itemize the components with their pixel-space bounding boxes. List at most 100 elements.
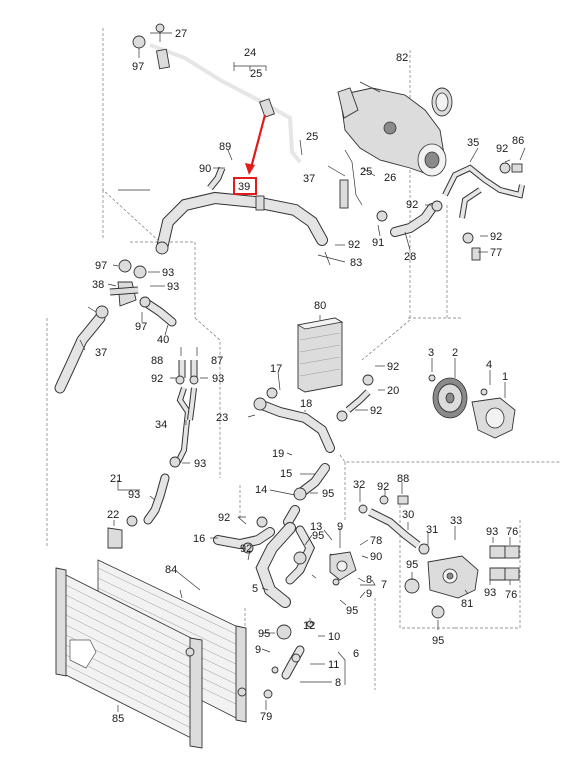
callout-34: 34 bbox=[155, 419, 167, 431]
callout-2: 2 bbox=[452, 347, 458, 359]
callout-93-b: 93 bbox=[167, 281, 179, 293]
callout-4: 4 bbox=[486, 359, 492, 371]
callout-40: 40 bbox=[157, 334, 169, 346]
coolant-hose-28 bbox=[376, 200, 443, 237]
callout-93-g: 93 bbox=[484, 587, 496, 599]
callout-93: 93 bbox=[162, 267, 174, 279]
callout-30: 30 bbox=[402, 509, 414, 521]
callout-27: 27 bbox=[175, 28, 187, 40]
callout-35: 35 bbox=[467, 137, 479, 149]
callout-15: 15 bbox=[280, 468, 292, 480]
callout-92-d: 92 bbox=[490, 231, 502, 243]
callout-92-b: 92 bbox=[406, 199, 418, 211]
callout-87: 87 bbox=[211, 355, 223, 367]
radiator-assembly bbox=[55, 559, 273, 749]
callout-79: 79 bbox=[260, 711, 272, 723]
callout-77: 77 bbox=[490, 247, 502, 259]
callout-3: 3 bbox=[428, 347, 434, 359]
callout-92-i: 92 bbox=[218, 512, 230, 524]
coolant-housing-81 bbox=[404, 545, 520, 619]
callout-21: 21 bbox=[110, 473, 122, 485]
callout-92-h: 92 bbox=[377, 481, 389, 493]
callout-25-b: 25 bbox=[306, 131, 318, 143]
callout-28: 28 bbox=[404, 251, 416, 263]
callout-25: 25 bbox=[250, 68, 262, 80]
callout-92: 92 bbox=[496, 143, 508, 155]
callout-23: 23 bbox=[216, 412, 228, 424]
callout-8-b: 8 bbox=[335, 677, 341, 689]
callout-76: 76 bbox=[506, 526, 518, 538]
callout-95-f: 95 bbox=[432, 635, 444, 647]
callout-97-c: 97 bbox=[135, 321, 147, 333]
callout-84: 84 bbox=[165, 564, 177, 576]
callout-38: 38 bbox=[92, 279, 104, 291]
callout-9: 9 bbox=[337, 521, 343, 533]
highlight-box bbox=[233, 177, 257, 195]
coolant-hoses-14-16 bbox=[213, 463, 330, 680]
coolant-pipe-30 bbox=[358, 495, 430, 555]
callout-33: 33 bbox=[450, 515, 462, 527]
callout-10: 10 bbox=[328, 631, 340, 643]
callout-31: 31 bbox=[426, 524, 438, 536]
callout-97: 97 bbox=[132, 61, 144, 73]
coolant-hoses-21 bbox=[107, 473, 170, 549]
callout-93-f: 93 bbox=[486, 526, 498, 538]
callout-6: 6 bbox=[353, 648, 359, 660]
coolant-hoses-34 bbox=[169, 360, 199, 468]
callout-81: 81 bbox=[461, 598, 473, 610]
callout-24: 24 bbox=[244, 47, 256, 59]
callout-95-b: 95 bbox=[312, 530, 324, 542]
callout-9-b: 9 bbox=[366, 588, 372, 600]
coolant-pipe-35 bbox=[442, 162, 525, 261]
callout-76-b: 76 bbox=[505, 589, 517, 601]
callout-95-d: 95 bbox=[346, 605, 358, 617]
callout-95: 95 bbox=[322, 488, 334, 500]
callout-88: 88 bbox=[151, 355, 163, 367]
callout-1: 1 bbox=[502, 371, 508, 383]
callout-labels: 27 97 24 25 82 25 89 90 39 37 25 26 35 8… bbox=[92, 28, 524, 725]
callout-26: 26 bbox=[384, 172, 396, 184]
coolant-hose-39 bbox=[155, 166, 328, 255]
callout-22: 22 bbox=[107, 509, 119, 521]
callout-18: 18 bbox=[300, 398, 312, 410]
callout-86: 86 bbox=[512, 135, 524, 147]
callout-90: 90 bbox=[199, 163, 211, 175]
callout-92-g: 92 bbox=[370, 405, 382, 417]
leader-lines bbox=[79, 32, 526, 712]
callout-19: 19 bbox=[272, 448, 284, 460]
callout-78: 78 bbox=[370, 535, 382, 547]
coolant-hose-18 bbox=[253, 374, 374, 453]
coolant-pipe-24 bbox=[132, 23, 302, 164]
callout-92-f: 92 bbox=[387, 361, 399, 373]
callout-17: 17 bbox=[270, 363, 282, 375]
callout-82: 82 bbox=[396, 52, 408, 64]
callout-14: 14 bbox=[255, 484, 267, 496]
callout-25-c: 25 bbox=[360, 166, 372, 178]
callout-97-b: 97 bbox=[95, 260, 107, 272]
water-pump-assembly bbox=[428, 374, 516, 439]
callout-83: 83 bbox=[350, 257, 362, 269]
callout-93-c: 93 bbox=[212, 373, 224, 385]
callout-37: 37 bbox=[303, 173, 315, 185]
callout-8: 8 bbox=[366, 574, 372, 586]
callout-9-c: 9 bbox=[255, 644, 261, 656]
callout-80: 80 bbox=[314, 300, 326, 312]
callout-92-j: 92 bbox=[240, 543, 252, 555]
callout-5: 5 bbox=[252, 583, 258, 595]
callout-7: 7 bbox=[381, 579, 387, 591]
callout-11: 11 bbox=[328, 659, 339, 671]
callout-88-b: 88 bbox=[397, 473, 409, 485]
callout-89: 89 bbox=[219, 141, 231, 153]
turbocharger bbox=[337, 87, 453, 209]
callout-12: 12 bbox=[303, 620, 315, 632]
coolant-hoses-left-upper bbox=[54, 259, 177, 394]
callout-93-d: 93 bbox=[194, 458, 206, 470]
callout-95-c: 95 bbox=[406, 559, 418, 571]
callout-32: 32 bbox=[353, 479, 365, 491]
callout-91: 91 bbox=[372, 237, 384, 249]
callout-39: 39 bbox=[238, 181, 250, 193]
callout-13: 13 bbox=[310, 521, 322, 533]
callout-16: 16 bbox=[193, 533, 205, 545]
coolant-flange-13 bbox=[271, 551, 357, 674]
